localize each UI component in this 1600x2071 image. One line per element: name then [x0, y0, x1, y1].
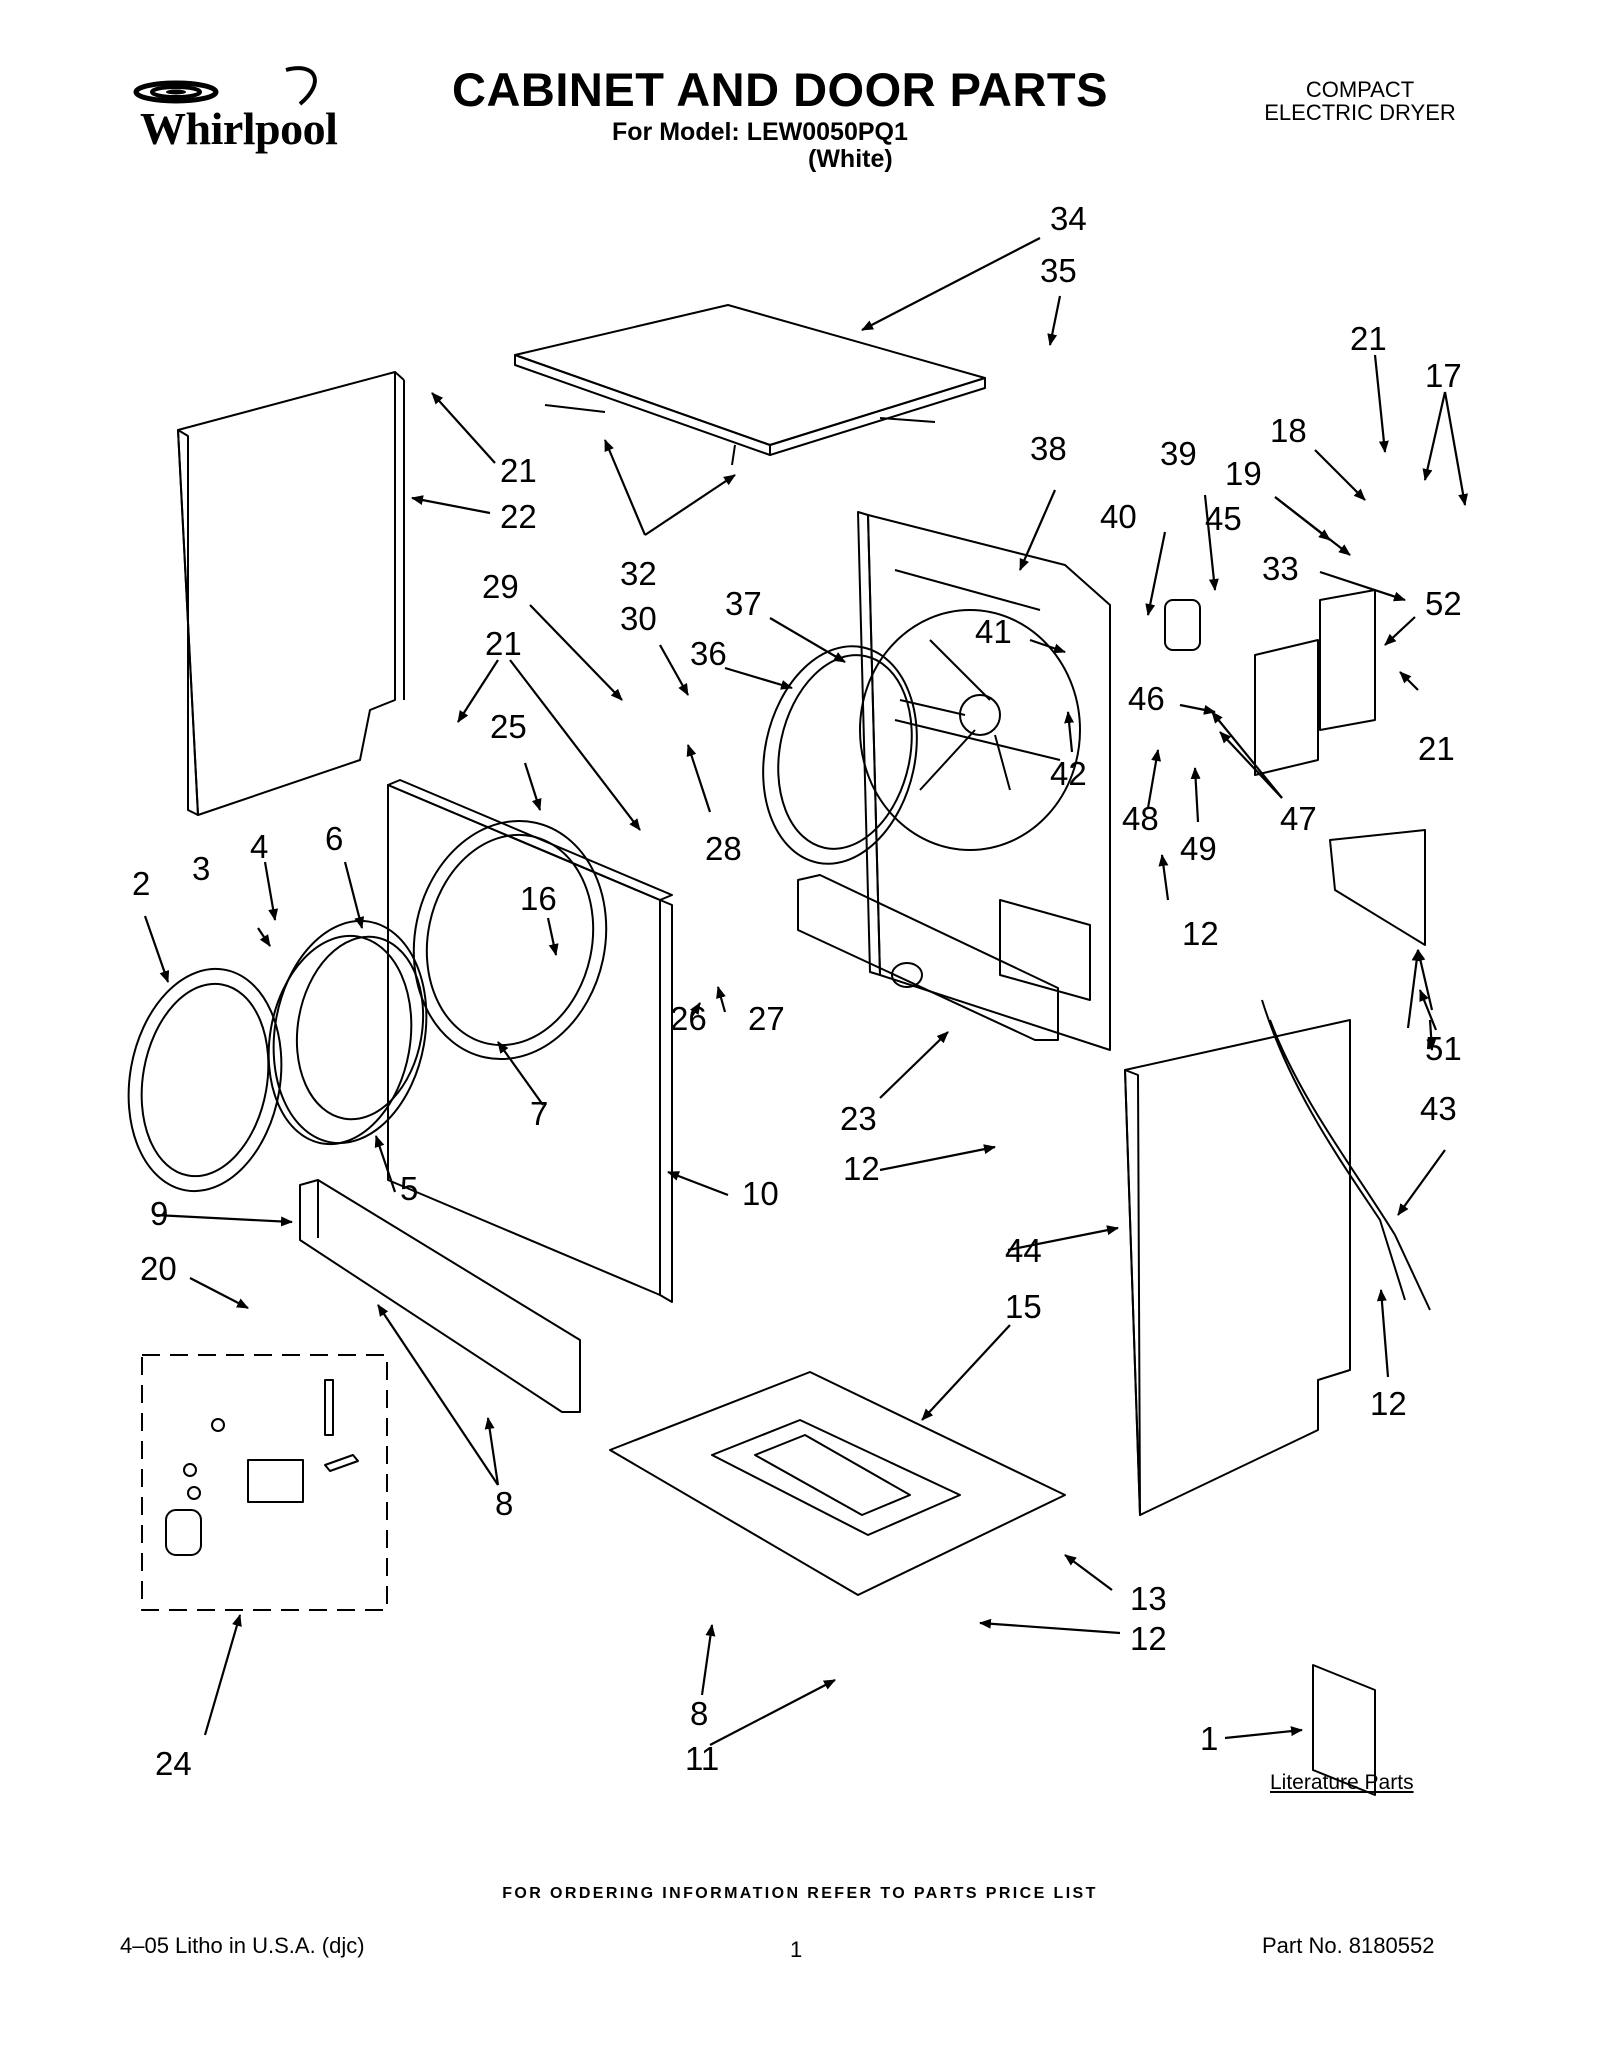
wiring-harness — [1261, 999, 1431, 1311]
callout-21: 21 — [500, 452, 537, 489]
callout-6: 6 — [325, 820, 343, 857]
toe-panel — [299, 1179, 581, 1413]
callout-12: 12 — [1182, 915, 1219, 952]
callout-27: 27 — [748, 1000, 785, 1037]
front-panel — [387, 779, 673, 1303]
base-panel — [609, 1371, 1066, 1596]
lower-bracket — [1329, 829, 1426, 946]
callout-46: 46 — [1128, 680, 1165, 717]
blower-seal — [762, 609, 1081, 865]
callout-42: 42 — [1050, 755, 1087, 792]
callout-16: 16 — [520, 880, 557, 917]
callout-32: 32 — [620, 555, 657, 592]
callout-23: 23 — [840, 1100, 877, 1137]
door-outer-ring — [127, 967, 283, 1193]
left-side-panel — [177, 371, 405, 816]
leader-arrows — [143, 237, 1469, 1746]
callout-11: 11 — [685, 1740, 719, 1777]
whirlpool-logo: Whirlpool — [118, 62, 368, 172]
terminal-block-bracket — [1164, 589, 1376, 776]
callout-47: 47 — [1280, 800, 1317, 837]
part-number: Part No. 8180552 — [1262, 1933, 1435, 1958]
callout-3: 3 — [192, 850, 210, 887]
product-type: COMPACT ELECTRIC DRYER — [1240, 78, 1480, 124]
callout-22: 22 — [500, 498, 537, 535]
callout-1: 1 — [1200, 1720, 1218, 1757]
hinge-kit-box — [141, 1354, 388, 1611]
callout-2: 2 — [132, 865, 150, 902]
callout-12: 12 — [1130, 1620, 1167, 1657]
callout-7: 7 — [530, 1095, 548, 1132]
callout-30: 30 — [620, 600, 657, 637]
callout-numbers: 34 35 21 17 18 19 21 22 38 39 40 45 32 3… — [132, 200, 1462, 1782]
callout-19: 19 — [1225, 455, 1262, 492]
callout-43: 43 — [1420, 1090, 1457, 1127]
callout-26: 26 — [670, 1000, 707, 1037]
rear-base-bracket — [797, 874, 1059, 1041]
callout-28: 28 — [705, 830, 742, 867]
swirl-icon — [133, 66, 317, 106]
callout-41: 41 — [975, 613, 1012, 650]
callout-12: 12 — [843, 1150, 880, 1187]
callout-4: 4 — [250, 828, 268, 865]
color-line: (White) — [808, 145, 893, 173]
callout-49: 49 — [1180, 830, 1217, 867]
rear-panel — [857, 511, 1111, 1051]
callout-21: 21 — [1418, 730, 1455, 767]
callout-24: 24 — [155, 1745, 192, 1782]
callout-35: 35 — [1040, 252, 1077, 289]
callout-10: 10 — [742, 1175, 779, 1212]
callout-8: 8 — [495, 1485, 513, 1522]
callout-37: 37 — [725, 585, 762, 622]
brand-name: Whirlpool — [140, 103, 338, 154]
callout-39: 39 — [1160, 435, 1197, 472]
door-glass — [267, 919, 428, 1146]
callout-40: 40 — [1100, 498, 1137, 535]
callout-5: 5 — [400, 1170, 418, 1207]
right-side-panel — [1124, 1019, 1351, 1516]
literature-parts-label: Literature Parts — [1270, 1771, 1414, 1794]
top-panel — [514, 304, 986, 466]
callout-13: 13 — [1130, 1580, 1167, 1617]
callout-17: 17 — [1425, 357, 1462, 394]
callout-18: 18 — [1270, 412, 1307, 449]
callout-25: 25 — [490, 708, 527, 745]
callout-52: 52 — [1425, 585, 1462, 622]
page-number: 1 — [790, 1937, 803, 1962]
model-line: For Model: LEW0050PQ1 — [612, 118, 908, 146]
callout-15: 15 — [1005, 1288, 1042, 1325]
callout-20: 20 — [140, 1250, 177, 1287]
callout-33: 33 — [1262, 550, 1299, 587]
litho-line: 4–05 Litho in U.S.A. (djc) — [120, 1933, 365, 1958]
callout-34: 34 — [1050, 200, 1087, 237]
callout-48: 48 — [1122, 800, 1159, 837]
callout-36: 36 — [690, 635, 727, 672]
callout-38: 38 — [1030, 430, 1067, 467]
callout-8: 8 — [690, 1695, 708, 1732]
callout-9: 9 — [150, 1195, 168, 1232]
literature-parts-booklet — [1312, 1664, 1376, 1796]
callout-21: 21 — [485, 625, 522, 662]
callout-12: 12 — [1370, 1385, 1407, 1422]
product-line-2: ELECTRIC DRYER — [1264, 100, 1456, 125]
ordering-note: FOR ORDERING INFORMATION REFER TO PARTS … — [502, 1885, 1098, 1902]
page-title: CABINET AND DOOR PARTS — [452, 63, 1108, 116]
callout-45: 45 — [1205, 500, 1242, 537]
callout-51: 51 — [1425, 1030, 1462, 1067]
callout-44: 44 — [1005, 1232, 1042, 1269]
product-line-1: COMPACT — [1305, 77, 1415, 102]
callout-29: 29 — [482, 568, 519, 605]
callout-21: 21 — [1350, 320, 1387, 357]
hinge-kit-parts — [165, 1379, 359, 1556]
